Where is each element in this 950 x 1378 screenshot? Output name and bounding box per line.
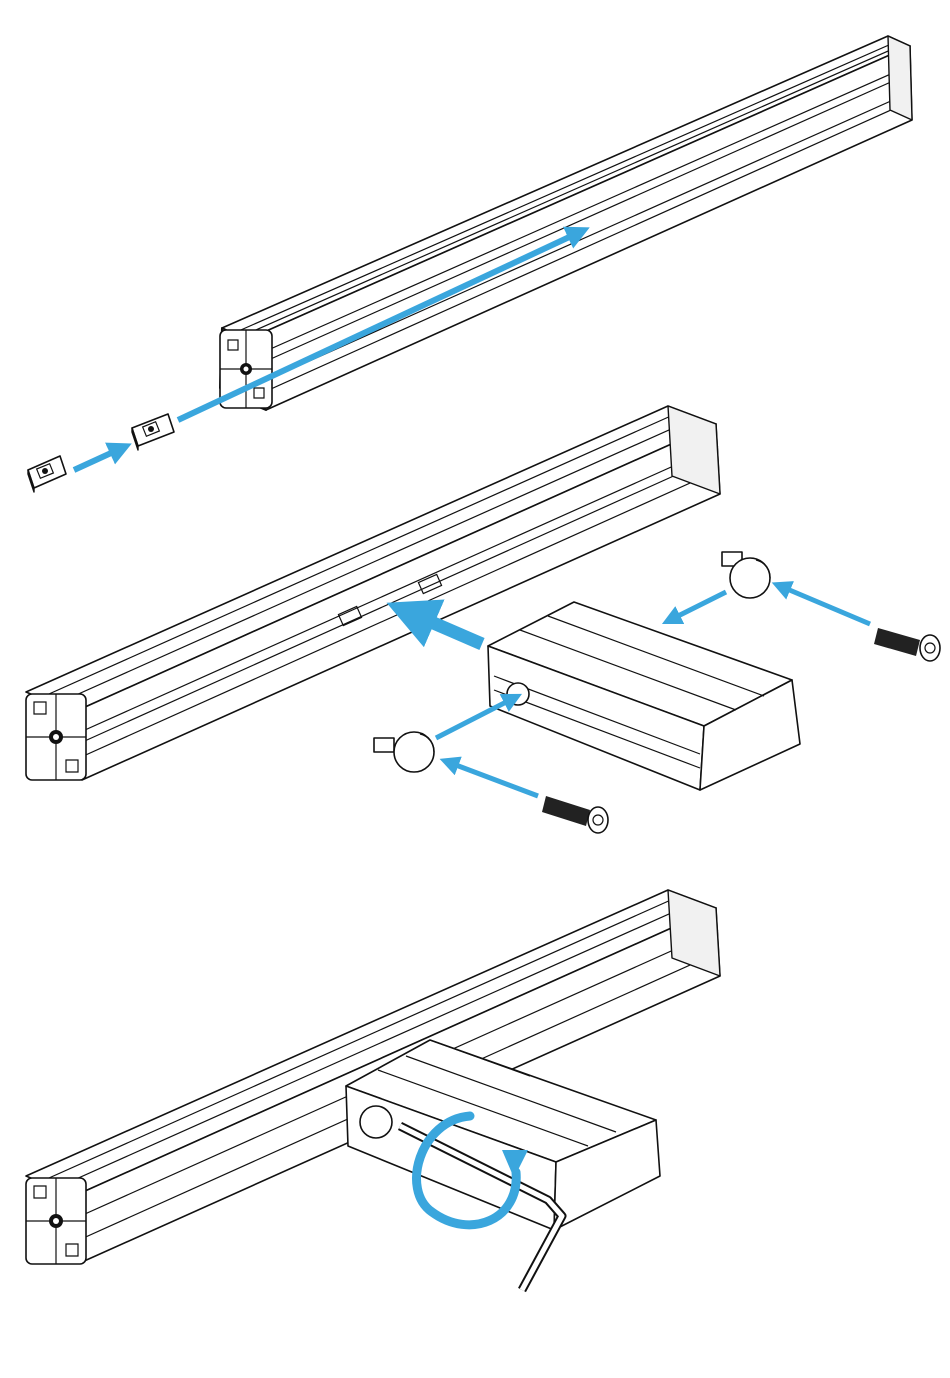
connector-profile (488, 602, 800, 790)
t-nut-2 (132, 414, 174, 450)
anchor-fastener-lower (374, 732, 434, 772)
socket-bolt-lower (542, 796, 608, 833)
socket-bolt-upper (874, 628, 940, 661)
insert-arrow-1 (74, 448, 122, 470)
anchor-fastener-upper (722, 552, 770, 598)
step-1-group (28, 36, 912, 492)
t-nut-1 (28, 456, 66, 492)
fastener-arrow-lower (436, 698, 514, 738)
fastener-arrow-upper (670, 592, 726, 620)
bolt-arrow-upper (780, 586, 870, 624)
step-3-group (26, 890, 720, 1290)
step-2-group (26, 406, 940, 833)
bolt-arrow-lower (448, 762, 538, 796)
connector-profile-mounted (346, 1040, 660, 1230)
